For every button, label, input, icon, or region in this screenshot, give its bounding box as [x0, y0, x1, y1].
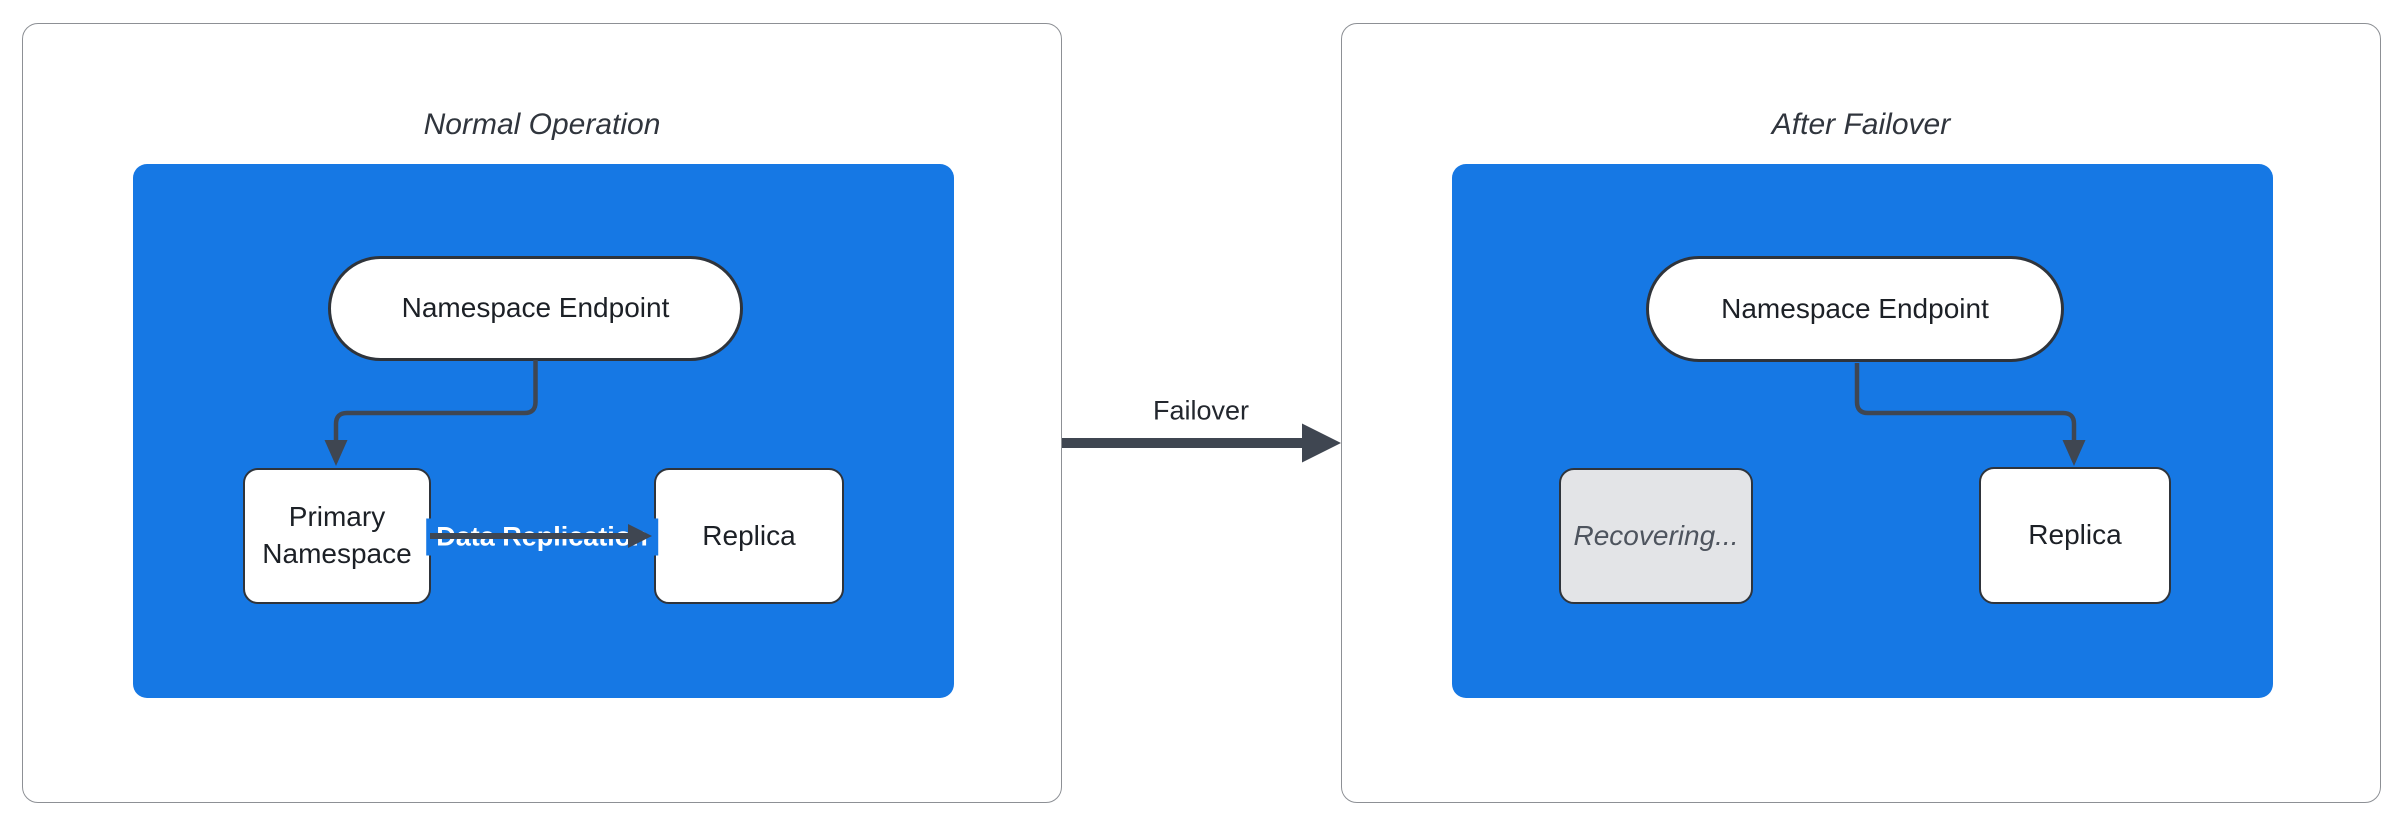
node-namespace-endpoint-after: Namespace Endpoint	[1646, 256, 2064, 362]
transition-label-failover: Failover	[1152, 395, 1250, 426]
node-label: Namespace Endpoint	[401, 292, 670, 324]
arrowhead-failover-transition	[1302, 423, 1341, 463]
node-namespace-endpoint-normal: Namespace Endpoint	[328, 256, 743, 361]
node-recovering: Recovering...	[1559, 468, 1753, 604]
node-label: Replica	[2028, 519, 2122, 551]
edge-label-data-replication: Data Replication	[426, 518, 658, 556]
node-label: Primary Namespace	[262, 501, 412, 569]
cluster-blue-after	[1452, 164, 2273, 698]
node-label: Recovering...	[1573, 519, 1739, 551]
node-primary-namespace: Primary Namespace	[243, 468, 431, 604]
panel-title-normal-operation: Normal Operation	[423, 108, 661, 141]
node-replica-after: Replica	[1979, 467, 2171, 604]
panel-title-after-failover: After Failover	[1771, 108, 1951, 141]
node-label: Namespace Endpoint	[1721, 292, 1989, 324]
panel-after-failover: After Failover Namespace Endpoint Recove…	[1341, 23, 2381, 803]
panel-normal-operation: Normal Operation Namespace Endpoint Prim…	[22, 23, 1062, 803]
node-label: Replica	[702, 519, 796, 551]
cluster-blue-normal	[133, 164, 954, 698]
node-replica-normal: Replica	[654, 468, 844, 604]
